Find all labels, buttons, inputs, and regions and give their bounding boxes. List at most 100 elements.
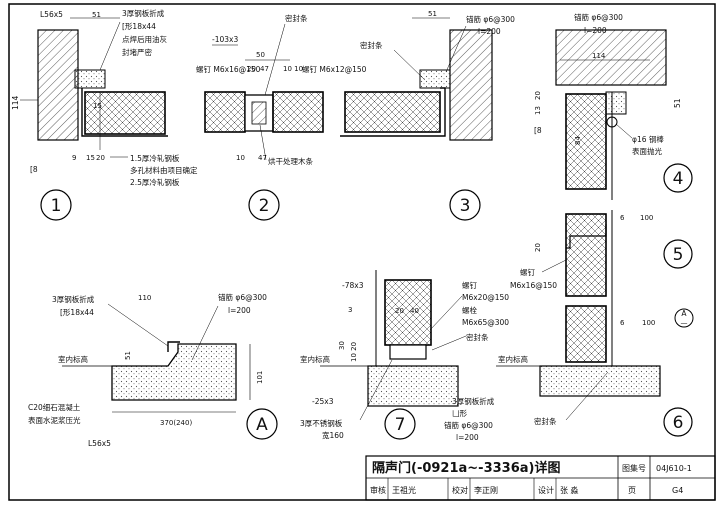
d7-screw-spec: M6x20@150	[462, 293, 509, 302]
d1-note-7: 2.5厚冷轧钢板	[130, 177, 180, 187]
d4-dim-51: 51	[673, 98, 682, 108]
detail-3: 51 锚筋 φ6@300 l=200 密封条 3	[340, 10, 515, 221]
d5-screw-spec: M6x16@150	[510, 281, 557, 290]
d2-seal-label: 密封条	[285, 13, 308, 23]
d7-bent-label: 3厚钢板折成	[452, 396, 495, 406]
d2-dim-10: 10	[236, 154, 245, 162]
d2-screw-left: 螺钉 M6x16@150	[196, 64, 261, 74]
d7-width-label: 宽160	[322, 430, 344, 440]
da-anchor-label: 锚筋 φ6@300	[218, 292, 267, 302]
da-dim-101: 101	[256, 371, 264, 384]
sheet-border	[8, 3, 716, 501]
d5-dim-20: 20	[534, 243, 542, 252]
d3-number: 3	[460, 196, 471, 216]
d5-screw-label: 螺钉	[520, 267, 535, 277]
d1-dim-9: 9	[72, 154, 76, 162]
da-dim-51: 51	[124, 351, 132, 360]
d6-ref-label: A	[681, 309, 687, 318]
detail-6: 6 100 室内标高 密封条 A — 6	[496, 300, 694, 437]
d4-number: 4	[673, 169, 684, 189]
d7-floor-label: 室内标高	[300, 354, 330, 364]
d7-number: 7	[395, 415, 406, 435]
page-number: G4	[672, 486, 683, 495]
da-dim-370: 370(240)	[160, 419, 192, 427]
da-angle-label: L56x5	[88, 439, 111, 448]
d7-seal-label: 密封条	[466, 332, 489, 342]
d1-note-3: 点焊后用油灰	[122, 34, 167, 44]
detail-2: -103x3 密封条 50 20 47 10 10 螺钉 M6x16@150 螺…	[196, 13, 367, 221]
detail-7: -78x3 3 20 40 30 10 20 螺钉 M6x20@150 螺栓 M…	[300, 270, 509, 442]
d1-dim-51: 51	[92, 11, 101, 19]
d3-anchor-label: 锚筋 φ6@300	[466, 14, 515, 24]
d7-anchor-len: l=200	[456, 433, 479, 442]
title-block: 隔声门(-0921a~-3336a)详图 图集号 04J610-1 页 G4 审…	[365, 455, 716, 501]
d7-dim-30: 30	[338, 341, 346, 350]
designer-name: 张 淼	[560, 485, 579, 495]
d4-rod-note: 表面抛光	[632, 146, 662, 156]
d1-note-4: 封堵严密	[122, 47, 152, 57]
da-number: A	[256, 415, 268, 435]
d4-channel-label: [8	[534, 126, 542, 135]
d7-dim-3: 3	[348, 306, 352, 314]
da-dim-110: 110	[138, 294, 151, 302]
d5-dim-6: 6	[620, 214, 625, 222]
d7-plate-label: -78x3	[342, 281, 364, 290]
da-concrete-label: C20细石混凝土	[28, 402, 81, 412]
review-label: 审核	[370, 485, 386, 495]
d6-seal-label: 密封条	[534, 416, 557, 426]
d7-bent2-label: 凵形	[452, 409, 467, 418]
check-label: 校对	[452, 485, 468, 495]
da-concrete-note: 表面水泥浆压光	[28, 415, 81, 425]
d1-dim-15b: 15	[86, 154, 95, 162]
d7-stainless-label: 3厚不锈钢板	[300, 418, 343, 428]
d7-anchor-label: 锚筋 φ6@300	[444, 420, 493, 430]
d1-channel-label: [8	[30, 165, 38, 174]
detail-a: 3厚钢板折成 [形18x44 110 锚筋 φ6@300 l=200 室内标高 …	[28, 292, 278, 448]
d6-ref-sub: —	[681, 319, 688, 327]
d1-dim-15: 15	[93, 102, 102, 110]
d1-dim-114: 114	[11, 95, 20, 110]
d2-number: 2	[259, 196, 270, 216]
d2-dim-1010: 10 10	[283, 65, 303, 73]
d7-screw-label: 螺钉	[462, 280, 477, 290]
d1-note-5: 1.5厚冷轧钢板	[130, 153, 180, 163]
design-label: 设计	[538, 485, 554, 495]
d5-dim-100: 100	[640, 214, 653, 222]
d4-anchor-len: l=200	[584, 26, 607, 35]
reviewer-name: 王祖光	[392, 485, 416, 495]
d4-dim-13: 13	[534, 106, 542, 115]
d1-dim-20: 20	[96, 154, 105, 162]
d4-anchor-label: 锚筋 φ6@300	[574, 12, 623, 22]
d3-seal-label: 密封条	[360, 40, 383, 50]
sheet-title: 隔声门(-0921a~-3336a)详图	[372, 460, 560, 476]
page-label: 页	[628, 486, 636, 495]
d3-dim-51: 51	[428, 10, 437, 18]
d4-rod-label: φ16 钢棒	[632, 134, 664, 144]
atlas-number: 04J610-1	[656, 464, 692, 473]
d2-plate-label: -103x3	[212, 35, 238, 44]
da-floor-label: 室内标高	[58, 354, 88, 364]
d2-dim-50: 50	[256, 51, 265, 59]
d7-plate25-label: -25x3	[312, 397, 334, 406]
da-anchor-len: l=200	[228, 306, 251, 315]
detail-4: 锚筋 φ6@300 l=200 114 51 20 13 [8 84 φ16 钢…	[534, 12, 693, 200]
d4-dim-114: 114	[592, 52, 606, 60]
da-note-1: 3厚钢板折成	[52, 294, 95, 304]
d2-dim-47: 47	[260, 65, 269, 73]
d6-dim-100: 100	[642, 319, 655, 327]
d1-note-6: 多孔材料由项目确定	[130, 165, 198, 175]
d7-bolt-spec: M6x65@300	[462, 318, 509, 327]
d1-note-1: 3厚钢板折成	[122, 8, 165, 18]
d4-dim-20: 20	[534, 91, 542, 100]
d2-dim-47b: 47	[258, 154, 267, 162]
d6-number: 6	[673, 413, 684, 433]
d6-dim-6: 6	[620, 319, 625, 327]
d7-dim-1020: 10 20	[350, 342, 358, 362]
detail-1: L56x5 51 114 15 9 15 20 [8 3厚钢板折成 [形18x4…	[11, 8, 198, 221]
d7-bolt-label: 螺栓	[462, 305, 477, 315]
d2-dim-20: 20	[247, 65, 256, 73]
d1-note-2: [形18x44	[122, 22, 156, 31]
atlas-label: 图集号	[622, 463, 646, 473]
d6-floor-label: 室内标高	[498, 354, 528, 364]
